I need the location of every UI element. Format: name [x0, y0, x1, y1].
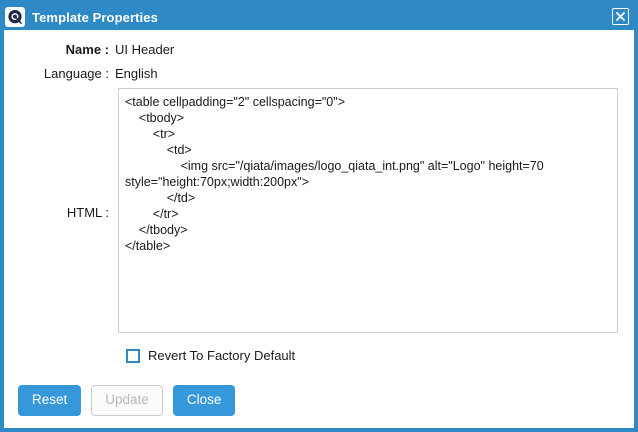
html-textarea[interactable]: [118, 88, 618, 333]
name-value: UI Header: [115, 42, 175, 57]
revert-to-factory-default-checkbox[interactable]: [126, 348, 140, 363]
dialog-body: Name : UI Header Language : English HTML…: [4, 30, 634, 428]
revert-to-factory-default-row[interactable]: Revert To Factory Default: [126, 348, 295, 363]
revert-to-factory-default-label: Revert To Factory Default: [148, 348, 296, 363]
reset-button[interactable]: Reset: [18, 385, 82, 416]
html-label: HTML :: [66, 205, 109, 220]
qiata-logo-icon: [5, 7, 25, 27]
dialog-title: Template Properties: [32, 9, 158, 25]
dialog-button-bar: Reset Update Close: [18, 385, 236, 416]
close-button[interactable]: Close: [172, 385, 236, 416]
dialog-titlebar: Template Properties: [4, 4, 634, 30]
field-row-language: Language : English: [4, 66, 158, 81]
language-label: Language :: [43, 66, 109, 81]
language-value: English: [115, 66, 158, 81]
name-label: Name :: [65, 42, 109, 57]
close-icon[interactable]: [612, 8, 629, 25]
update-button: Update: [91, 385, 163, 416]
field-row-name: Name : UI Header: [4, 42, 175, 57]
